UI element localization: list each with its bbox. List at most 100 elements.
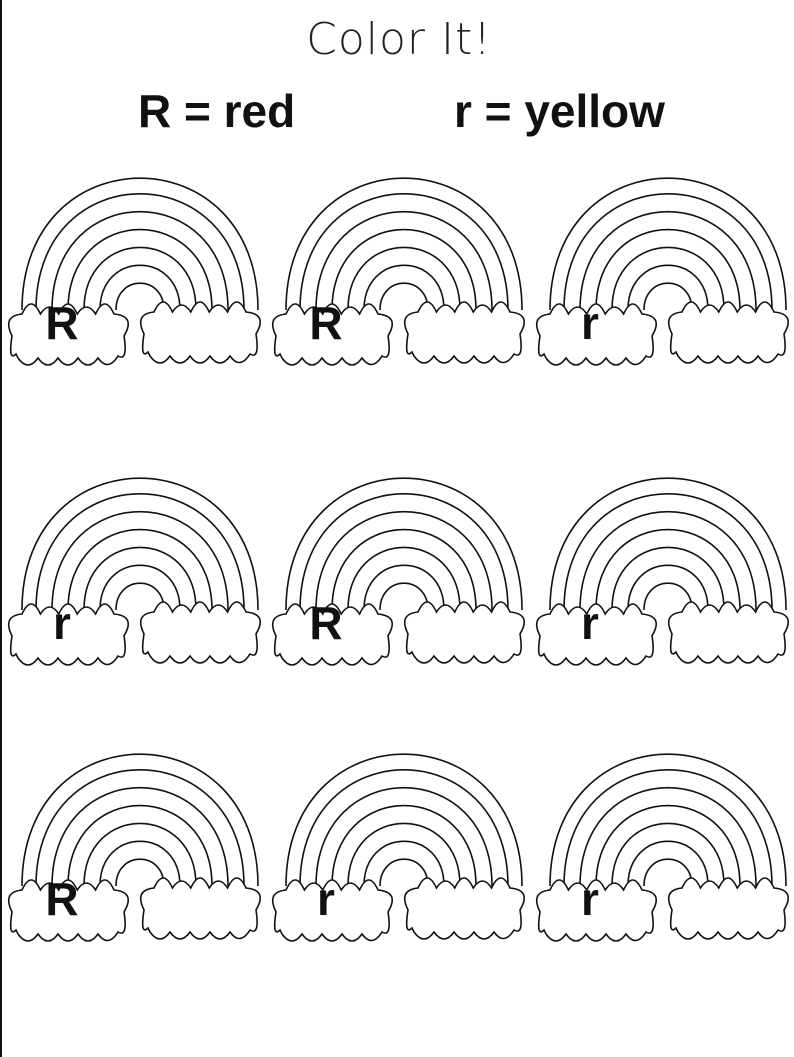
rainbow-bands <box>21 753 259 887</box>
cloud-right-icon <box>403 877 526 940</box>
rainbow-cell-1: R <box>2 172 268 382</box>
rainbow-icon <box>7 477 262 666</box>
rainbow-band <box>595 804 741 887</box>
rainbow-cell-4: r <box>2 472 268 682</box>
rainbow-band <box>21 753 259 887</box>
rainbow-bands <box>549 753 787 887</box>
rainbow-letter-9: r <box>581 873 599 925</box>
rainbow-band <box>299 493 509 611</box>
rainbow-band <box>379 282 429 311</box>
rainbow-band <box>285 477 523 611</box>
rainbow-letter-1: R <box>45 297 79 349</box>
rainbow-band <box>563 493 773 611</box>
rainbow-band <box>595 228 741 311</box>
key-red: R = red <box>138 85 296 137</box>
cloud-right-icon <box>139 601 262 664</box>
rainbow-band <box>315 211 493 311</box>
rainbow-band <box>549 753 787 887</box>
rainbow-band <box>21 177 259 311</box>
rainbow-band <box>627 840 709 887</box>
cloud-left-icon <box>7 303 130 366</box>
cloud-right-icon <box>667 301 790 364</box>
cloud-left-icon <box>535 879 658 942</box>
rainbow-band <box>563 769 773 887</box>
cloud-right-icon <box>139 301 262 364</box>
rainbow-band <box>99 840 181 887</box>
rainbow-band <box>611 822 725 887</box>
rainbow-bands <box>549 177 787 311</box>
cloud-left-icon <box>535 303 658 366</box>
rainbow-band <box>67 228 213 311</box>
rainbow-band <box>115 858 165 887</box>
rainbow-band <box>643 858 693 887</box>
rainbow-band <box>99 264 181 311</box>
worksheet-title: Color It! <box>2 14 794 65</box>
rainbow-band <box>579 511 757 611</box>
rainbow-band <box>83 546 197 611</box>
rainbow-band <box>611 246 725 311</box>
rainbow-band <box>643 282 693 311</box>
rainbow-band <box>595 528 741 611</box>
rainbow-icon <box>271 753 526 942</box>
rainbow-letter-4: r <box>53 597 71 649</box>
rainbow-bands <box>285 177 523 311</box>
rainbow-bands <box>285 477 523 611</box>
rainbow-cell-3: r <box>530 172 794 382</box>
rainbow-band <box>285 753 523 887</box>
rainbow-band <box>579 211 757 311</box>
rainbow-band <box>83 246 197 311</box>
rainbow-icon <box>271 477 526 666</box>
rainbow-band <box>315 787 493 887</box>
rainbow-band <box>35 769 245 887</box>
title-text: Color It! <box>306 14 492 65</box>
rainbow-cell-2: R <box>266 172 532 382</box>
cloud-right-icon <box>139 877 262 940</box>
rainbow-band <box>643 582 693 611</box>
cloud-right-icon <box>403 301 526 364</box>
rainbow-letter-3: r <box>581 297 599 349</box>
rainbow-band <box>347 546 461 611</box>
rainbow-band <box>379 858 429 887</box>
rainbow-band <box>21 477 259 611</box>
rainbow-cell-9: r <box>530 748 794 958</box>
cloud-left-icon <box>271 603 394 666</box>
rainbow-band <box>363 840 445 887</box>
rainbow-band <box>549 477 787 611</box>
rainbow-band <box>51 787 229 887</box>
rainbow-band <box>363 264 445 311</box>
cloud-right-icon <box>667 877 790 940</box>
key-yellow: r = yellow <box>454 85 665 137</box>
cloud-left-icon <box>7 879 130 942</box>
rainbow-band <box>299 193 509 311</box>
rainbow-letter-2: R <box>309 297 343 349</box>
rainbow-letter-5: R <box>309 597 343 649</box>
rainbow-band <box>51 211 229 311</box>
rainbow-letter-8: r <box>317 873 335 925</box>
rainbow-band <box>115 282 165 311</box>
rainbow-band <box>331 528 477 611</box>
rainbow-band <box>347 822 461 887</box>
cloud-left-icon <box>271 303 394 366</box>
cloud-left-icon <box>271 879 394 942</box>
rainbow-icon <box>7 177 262 366</box>
rainbow-cell-6: r <box>530 472 794 682</box>
rainbow-band <box>299 769 509 887</box>
rainbow-cell-5: R <box>266 472 532 682</box>
rainbow-band <box>35 193 245 311</box>
rainbow-band <box>363 564 445 611</box>
cloud-left-icon <box>7 603 130 666</box>
cloud-left-icon <box>535 603 658 666</box>
rainbow-band <box>579 787 757 887</box>
cloud-right-icon <box>403 601 526 664</box>
rainbow-band <box>67 804 213 887</box>
rainbow-bands <box>549 477 787 611</box>
rainbow-letter-7: R <box>45 873 79 925</box>
rainbow-bands <box>21 477 259 611</box>
rainbow-band <box>67 528 213 611</box>
rainbow-cell-7: R <box>2 748 268 958</box>
rainbow-icon <box>7 753 262 942</box>
rainbow-band <box>315 511 493 611</box>
rainbow-icon <box>271 177 526 366</box>
rainbow-band <box>285 177 523 311</box>
